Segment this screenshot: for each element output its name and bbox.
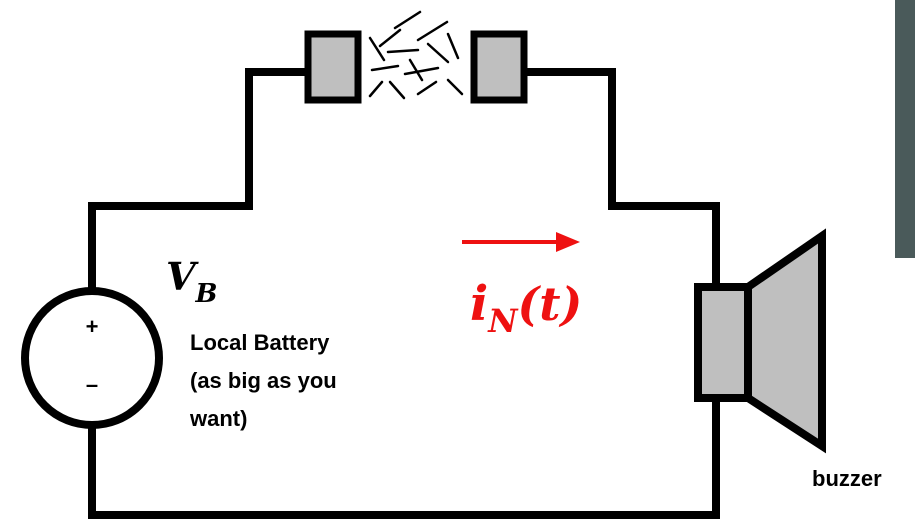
battery-label-line-2: (as big as you xyxy=(190,368,337,393)
battery-voltage-symbol: V xyxy=(166,254,199,299)
buzzer xyxy=(694,228,826,454)
side-panel xyxy=(895,0,915,258)
circuit-wires xyxy=(88,68,720,519)
battery-plus-sign: + xyxy=(86,314,99,339)
current-argument: (t) xyxy=(517,277,582,331)
current-arrow xyxy=(462,232,580,252)
battery-voltage-label: VB xyxy=(166,254,217,309)
coherer-electrode-left xyxy=(304,30,362,104)
buzzer-body xyxy=(694,283,752,402)
battery-circle xyxy=(21,287,163,429)
current-symbol: i xyxy=(470,276,488,332)
wire-top-right xyxy=(510,68,720,287)
current-subscript: N xyxy=(487,302,519,340)
current-label: iN(t) xyxy=(470,276,582,340)
current-arrow-head xyxy=(556,232,580,252)
wire-top-left xyxy=(88,68,313,290)
metal-filings xyxy=(368,10,464,100)
coherer-electrode-right xyxy=(470,30,528,104)
battery-source: + – xyxy=(21,287,163,429)
buzzer-label: buzzer xyxy=(812,466,882,491)
battery-label-line-3: want) xyxy=(189,406,247,431)
wire-bottom xyxy=(88,396,720,519)
battery-voltage-subscript: B xyxy=(194,279,217,309)
battery-label-line-1: Local Battery xyxy=(190,330,330,355)
buzzer-cone xyxy=(744,228,826,454)
coherer xyxy=(304,10,528,104)
battery-minus-sign: – xyxy=(86,372,98,397)
